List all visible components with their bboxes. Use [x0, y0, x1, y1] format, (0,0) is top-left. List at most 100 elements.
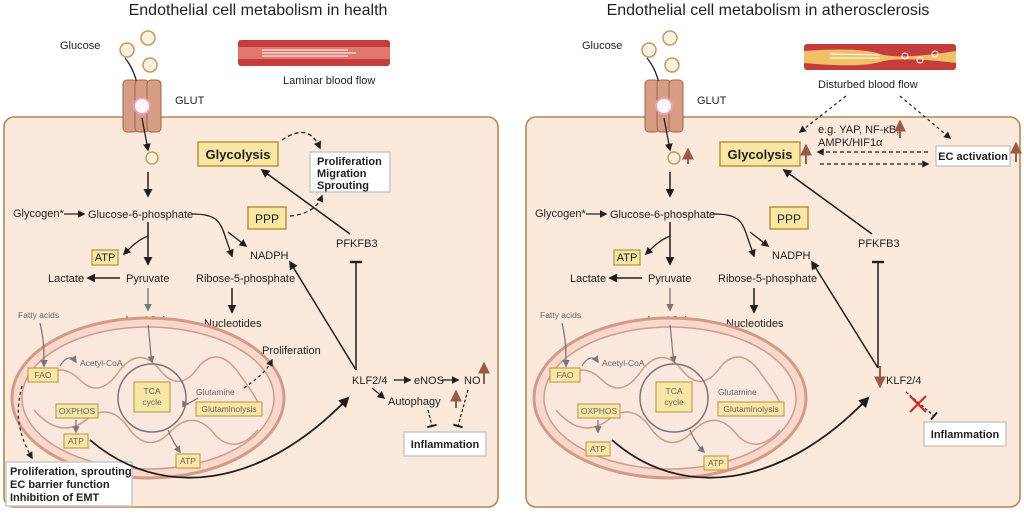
glutaminolysis-label: Glutaminolysis — [201, 404, 256, 414]
enos-label: eNOS — [414, 375, 444, 387]
ppp-label: PPP — [255, 212, 279, 226]
glycolysis-box — [197, 141, 279, 167]
glutaminolysis-box — [717, 401, 785, 417]
fatty-acids-label: Fatty acids — [540, 310, 581, 320]
glucose-molecule — [119, 42, 135, 58]
oxphos-box — [55, 403, 99, 419]
glucose-label: Glucose — [60, 40, 100, 52]
glucose-molecule — [662, 30, 678, 46]
prolif-box-line: Migration — [317, 168, 367, 180]
glucose-molecule-inside — [145, 151, 159, 165]
nucleotides-label: Nucleotides — [204, 318, 262, 330]
fatty-acids-label: Fatty acids — [18, 310, 59, 320]
bottom-box-line: EC barrier function — [10, 479, 110, 491]
atp-label: ATP — [180, 456, 196, 466]
proliferation-label: Proliferation — [262, 345, 321, 357]
no-label: NO — [464, 375, 481, 387]
tca-label: TCA — [666, 386, 683, 396]
nucleotides-label: Nucleotides — [726, 318, 784, 330]
laminar-vessel-icon — [238, 40, 390, 66]
mito-acetylcoa-label: Acetyl-CoA — [602, 358, 645, 368]
ppp-box — [247, 206, 287, 230]
g6p-label: Glucose-6-phosphate — [88, 209, 193, 221]
inflammation-box — [403, 431, 487, 457]
atp-box — [613, 249, 641, 266]
atp-label: ATP — [68, 436, 84, 446]
atp-box — [175, 453, 201, 469]
glut-label: GLUT — [697, 95, 727, 107]
prolif-box-line: Proliferation — [317, 156, 382, 168]
bottom-box-line: Inhibition of EMT — [10, 492, 99, 504]
tca-label: TCA — [144, 386, 161, 396]
inflammation-box — [923, 421, 1007, 447]
glutaminolysis-box — [195, 401, 263, 417]
glutamine-label: Glutamine — [718, 387, 757, 397]
atp-label: ATP — [95, 252, 116, 264]
atp-label: ATP — [590, 444, 606, 454]
atp-box — [585, 441, 611, 457]
nadph-label: NADPH — [772, 250, 811, 262]
bottom-outcome-box — [5, 461, 133, 507]
klf-label: KLF2/4 — [886, 375, 921, 387]
glycolysis-label: Glycolysis — [205, 147, 270, 162]
oxphos-label: OXPHOS — [581, 406, 618, 416]
left-title: Endothelial cell metabolism in health — [129, 2, 388, 19]
atp-box — [63, 433, 89, 449]
glucose-molecule-inside — [667, 151, 681, 165]
glut-transporter-icon — [644, 79, 684, 133]
lactate-label: Lactate — [570, 273, 606, 285]
glucose-molecule — [142, 57, 158, 73]
glutaminolysis-label: Glutaminolysis — [723, 404, 778, 414]
ec-activation-box — [935, 145, 1011, 167]
pyruvate-label: Pyruvate — [126, 273, 169, 285]
ppp-label: PPP — [777, 212, 801, 226]
glut-transporter-icon — [122, 79, 162, 133]
pfkfb3-label: PFKFB3 — [858, 238, 900, 250]
prolif-box-line: Sprouting — [317, 180, 369, 192]
left-panel: Glucose GLUT Laminar blood flow Glycolys… — [3, 30, 499, 508]
disturbed-flow-label: Disturbed blood flow — [818, 79, 918, 91]
ppp-box — [769, 206, 809, 230]
pyruvate-label: Pyruvate — [648, 273, 691, 285]
tca-box — [655, 381, 693, 413]
g6p-label: Glucose-6-phosphate — [610, 209, 715, 221]
glucose-molecule — [140, 30, 156, 46]
klf-label: KLF2/4 — [352, 375, 387, 387]
mito-acetylcoa-label: Acetyl-CoA — [80, 358, 123, 368]
inflammation-label: Inflammation — [931, 429, 1000, 441]
right-panel: Glucose GLUT Disturbed blood flow e.g. — [525, 30, 1022, 508]
oxphos-label: OXPHOS — [59, 406, 96, 416]
glucose-molecule — [641, 42, 657, 58]
glycogen-label: Glycogen* — [535, 208, 586, 220]
inflammation-label: Inflammation — [411, 439, 480, 451]
glycogen-label: Glycogen* — [13, 208, 64, 220]
tca-label-2: cycle — [142, 397, 162, 407]
signals-line: AMPK/HIF1α — [818, 137, 883, 149]
glut-label: GLUT — [175, 95, 205, 107]
tca-box — [133, 381, 171, 413]
ec-activation-label: EC activation — [938, 151, 1008, 163]
signals-line: e.g. YAP, NF-κB, — [818, 124, 899, 136]
glucose-label: Glucose — [582, 40, 622, 52]
disturbed-vessel-icon — [804, 44, 956, 70]
fao-label: FAO — [556, 370, 573, 380]
fao-box — [27, 367, 59, 383]
glucose-molecule — [664, 57, 680, 73]
laminar-flow-label: Laminar blood flow — [283, 75, 375, 87]
bottom-box-line: Proliferation, sprouting — [10, 466, 132, 478]
fao-box — [549, 367, 581, 383]
glutamine-label: Glutamine — [196, 387, 235, 397]
fao-label: FAO — [34, 370, 51, 380]
oxphos-box — [577, 403, 621, 419]
proliferation-box — [309, 151, 391, 193]
lactate-label: Lactate — [48, 273, 84, 285]
tca-cycle-ring — [117, 363, 187, 433]
tca-cycle-ring — [639, 363, 709, 433]
atp-label: ATP — [708, 458, 724, 468]
atp-box — [703, 455, 729, 471]
r5p-label: Ribose-5-phosphate — [718, 273, 817, 285]
autophagy-label: Autophagy — [388, 396, 441, 408]
atp-label: ATP — [617, 252, 638, 264]
r5p-label: Ribose-5-phosphate — [196, 273, 295, 285]
tca-label-2: cycle — [664, 397, 684, 407]
